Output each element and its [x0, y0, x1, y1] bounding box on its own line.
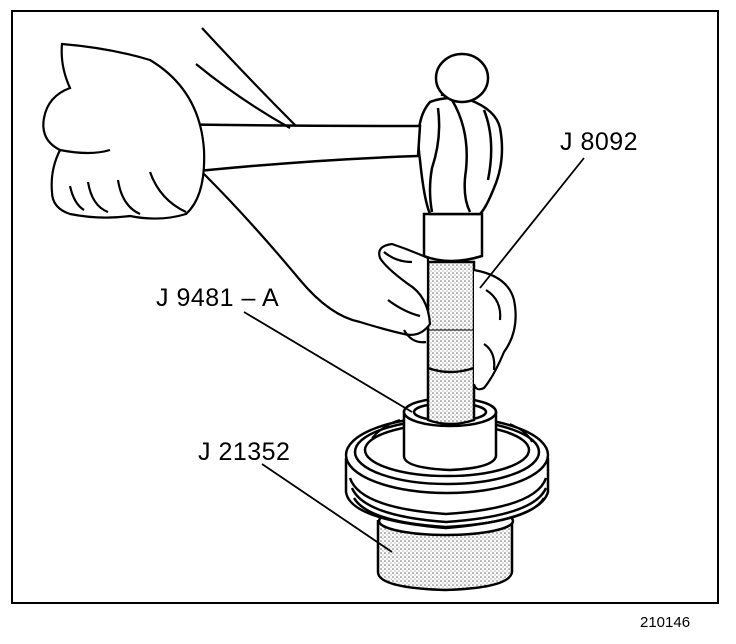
right-hand	[203, 173, 517, 391]
figure-frame	[11, 10, 719, 604]
leader-lines	[243, 157, 585, 553]
left-hand	[42, 27, 297, 220]
figure-number: 210146	[640, 614, 691, 631]
hammer-handle	[168, 122, 422, 176]
label-j8092: J 8092	[560, 128, 639, 156]
label-j9481a: J 9481 – A	[156, 284, 280, 312]
hammer-head	[417, 52, 504, 216]
driver-handle-j8092	[422, 212, 484, 426]
label-j21352: J 21352	[198, 438, 291, 466]
